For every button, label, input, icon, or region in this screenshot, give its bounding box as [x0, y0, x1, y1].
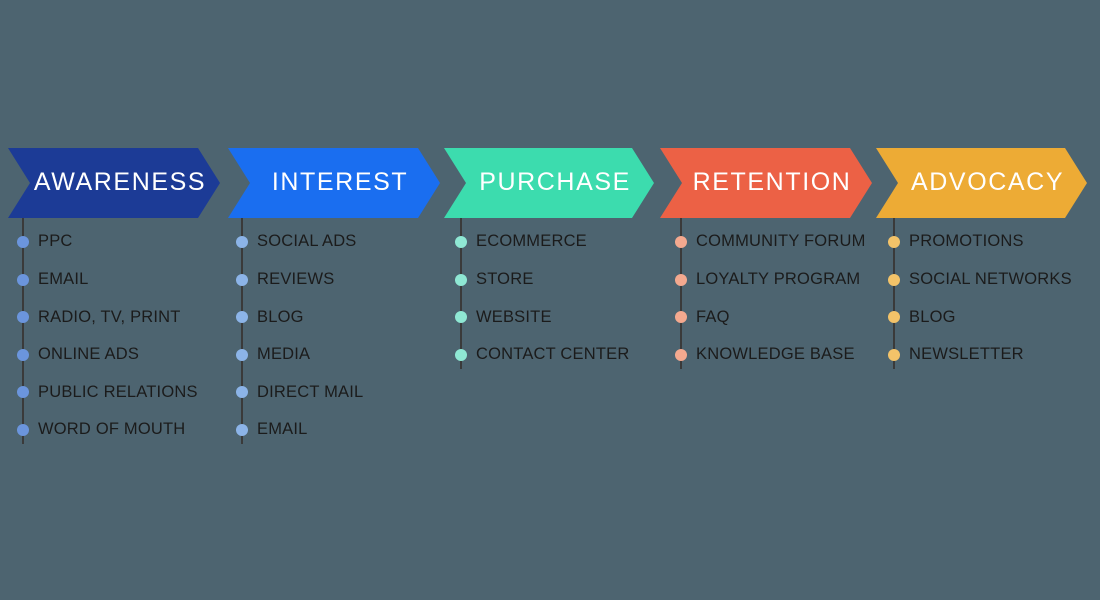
list-item-label: COMMUNITY FORUM — [696, 232, 866, 251]
list-item-label: STORE — [476, 270, 534, 289]
stage-axis-line — [241, 218, 243, 444]
list-item-label: KNOWLEDGE BASE — [696, 345, 855, 364]
bullet-dot-icon — [236, 386, 248, 399]
stage-banner-retention[interactable]: RETENTION — [660, 148, 872, 218]
bullet-dot-icon — [888, 235, 900, 248]
list-item-label: SOCIAL ADS — [257, 232, 357, 251]
stage-axis-line — [460, 218, 462, 369]
bullet-dot-icon — [675, 273, 687, 286]
bullet-dot-icon — [888, 311, 900, 324]
stage-title: ADVOCACY — [910, 167, 1065, 196]
bullet-dot-icon — [236, 311, 248, 324]
bullet-dot-icon — [17, 273, 29, 286]
list-item-label: RADIO, TV, PRINT — [38, 307, 181, 326]
list-item-label: BLOG — [909, 307, 956, 326]
stage-title: INTEREST — [271, 167, 409, 196]
bullet-dot-icon — [17, 235, 29, 248]
bullet-dot-icon — [236, 423, 248, 436]
stage-banner-advocacy[interactable]: ADVOCACY — [876, 148, 1087, 218]
bullet-dot-icon — [17, 348, 29, 361]
bullet-dot-icon — [675, 348, 687, 361]
list-item-label: NEWSLETTER — [909, 345, 1024, 364]
bullet-dot-icon — [675, 311, 687, 324]
bullet-dot-icon — [17, 386, 29, 399]
list-item-label: EMAIL — [38, 270, 89, 289]
list-item-label: REVIEWS — [257, 270, 335, 289]
list-item-label: EMAIL — [257, 420, 308, 439]
list-item-label: WORD OF MOUTH — [38, 420, 186, 439]
bullet-dot-icon — [455, 273, 467, 286]
list-item-label: MEDIA — [257, 345, 311, 364]
list-item-label: CONTACT CENTER — [476, 345, 630, 364]
bullet-dot-icon — [17, 423, 29, 436]
stage-title: AWARENESS — [33, 167, 207, 196]
list-item-label: PPC — [38, 232, 73, 251]
bullet-dot-icon — [455, 348, 467, 361]
bullet-dot-icon — [455, 311, 467, 324]
bullet-dot-icon — [888, 273, 900, 286]
list-item-label: SOCIAL NETWORKS — [909, 270, 1072, 289]
list-item-label: DIRECT MAIL — [257, 382, 364, 401]
stage-banner-interest[interactable]: INTEREST — [228, 148, 440, 218]
stage-axis-line — [893, 218, 895, 369]
list-item-label: LOYALTY PROGRAM — [696, 270, 861, 289]
bullet-dot-icon — [455, 235, 467, 248]
list-item-label: WEBSITE — [476, 307, 552, 326]
list-item-label: BLOG — [257, 307, 304, 326]
list-item-label: PUBLIC RELATIONS — [38, 382, 198, 401]
bullet-dot-icon — [888, 348, 900, 361]
bullet-dot-icon — [675, 235, 687, 248]
bullet-dot-icon — [17, 311, 29, 324]
bullet-dot-icon — [236, 273, 248, 286]
list-item-label: ECOMMERCE — [476, 232, 587, 251]
bullet-dot-icon — [236, 235, 248, 248]
stage-banner-purchase[interactable]: PURCHASE — [444, 148, 654, 218]
stage-banner-awareness[interactable]: AWARENESS — [8, 148, 220, 218]
list-item-label: PROMOTIONS — [909, 232, 1024, 251]
list-item-label: FAQ — [696, 307, 730, 326]
stage-axis-line — [22, 218, 24, 444]
stage-title: PURCHASE — [479, 167, 631, 196]
stage-title: RETENTION — [692, 167, 852, 196]
stage-axis-line — [680, 218, 682, 369]
list-item-label: ONLINE ADS — [38, 345, 140, 364]
bullet-dot-icon — [236, 348, 248, 361]
